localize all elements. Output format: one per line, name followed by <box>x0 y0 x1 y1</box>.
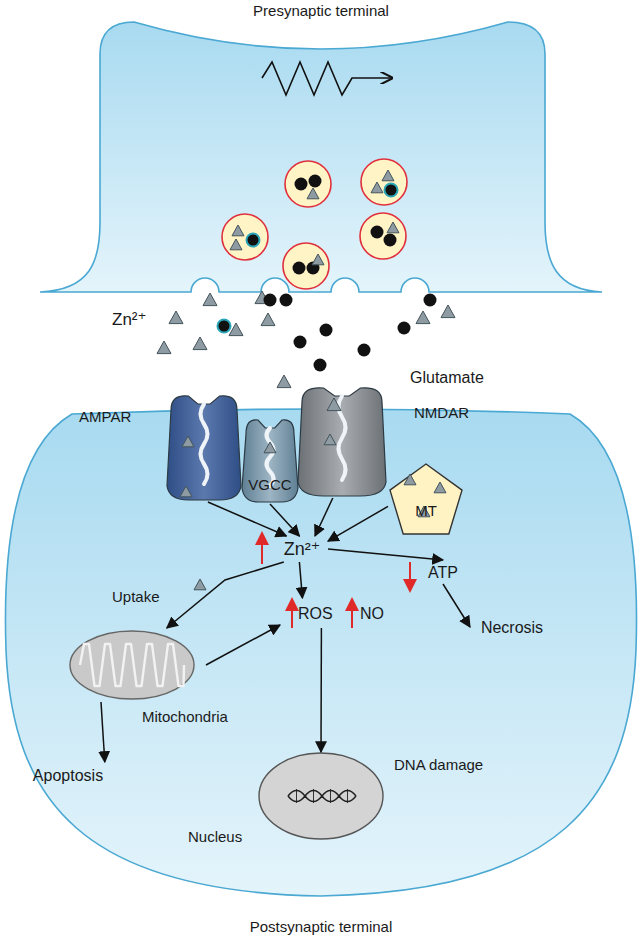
diagram-node: Mitochondria <box>66 628 206 702</box>
synaptic-vesicle <box>283 243 329 289</box>
diagram-node: Presynaptic terminal <box>0 0 642 320</box>
node-label: ATP <box>420 563 466 582</box>
diagram-node: AMPAR <box>165 392 243 502</box>
callout-label: Zn²⁺ <box>112 310 146 330</box>
glutamate-molecule <box>424 294 437 307</box>
zinc-ion <box>382 170 394 181</box>
zinc-ion <box>416 311 430 324</box>
glutamate-molecule <box>385 184 398 197</box>
glutamate-molecule <box>218 320 231 333</box>
synaptic-vesicle <box>361 159 407 205</box>
glutamate-molecule <box>293 262 306 275</box>
zinc-ion <box>230 239 242 250</box>
diagram-node: MT <box>388 462 464 536</box>
node-label: Mitochondria <box>142 708 228 726</box>
pre-outline <box>0 0 642 320</box>
diagram-node: ROS NO <box>280 598 392 628</box>
node-label: Presynaptic terminal <box>0 2 642 20</box>
pent-outline <box>388 462 464 536</box>
node-label: Zn²⁺ <box>276 539 328 560</box>
diagram-node: Postsynaptic terminal AMPAR VGCC NMDAR MT Zn²… <box>0 400 642 945</box>
zinc-ion <box>387 222 399 233</box>
glutamate-molecule <box>371 226 384 239</box>
synaptic-vesicle <box>222 214 268 260</box>
node-label: MT <box>388 502 464 520</box>
node-label: NO <box>360 604 384 623</box>
diagram-node: Apoptosis <box>22 762 114 788</box>
zinc-ion <box>371 182 383 193</box>
glutamate-molecule <box>314 359 327 372</box>
node-label: Postsynaptic terminal <box>0 918 642 936</box>
synaptic-vesicle <box>285 161 331 207</box>
glutamate-molecule <box>358 344 371 357</box>
chan-outline <box>165 392 243 502</box>
diagram-node: NucleusDNA damage <box>258 752 384 840</box>
node-label: Nucleus <box>188 828 242 846</box>
node-label: DNA damage <box>394 756 483 774</box>
zinc-ion <box>169 311 183 324</box>
synaptic-vesicle <box>360 213 406 259</box>
glutamate-molecule <box>320 324 333 337</box>
glutamate-molecule <box>280 294 293 307</box>
zinc-ion <box>441 305 455 318</box>
glutamate-molecule <box>309 175 322 188</box>
diagram-node: NMDAR <box>296 384 388 498</box>
diagram-node: VGCC <box>240 416 300 504</box>
node-label: AMPAR <box>79 408 131 426</box>
zinc-ion <box>232 225 244 236</box>
zinc-ion <box>261 313 275 326</box>
zinc-ion <box>312 254 324 265</box>
glutamate-molecule <box>398 322 411 335</box>
post-outline <box>0 400 642 945</box>
diagram-node: Necrosis <box>470 614 554 640</box>
node-label: Apoptosis <box>22 766 114 785</box>
callout-label: Glutamate <box>410 368 484 387</box>
zinc-ion <box>203 293 217 306</box>
mito-outline <box>66 628 206 702</box>
chan-outline <box>296 384 388 498</box>
glutamate-molecule <box>384 234 397 247</box>
zinc-ion <box>157 341 171 354</box>
glutamate-molecule <box>264 294 277 307</box>
zinc-ion <box>277 375 291 388</box>
glutamate-molecule <box>294 336 307 349</box>
glutamate-molecule <box>247 234 260 247</box>
node-label: VGCC <box>240 476 300 494</box>
edge-label: Uptake <box>112 588 160 606</box>
zinc-ion <box>193 337 207 350</box>
glutamate-molecule <box>295 178 308 191</box>
node-label: Necrosis <box>470 618 554 637</box>
diagram-node: ATP <box>420 560 466 584</box>
diagram-node: Zn²⁺ <box>276 536 328 562</box>
zinc-ion <box>307 188 319 199</box>
node-label: NMDAR <box>414 404 469 422</box>
nuc-outline <box>258 752 384 840</box>
node-label: ROS <box>298 604 333 623</box>
